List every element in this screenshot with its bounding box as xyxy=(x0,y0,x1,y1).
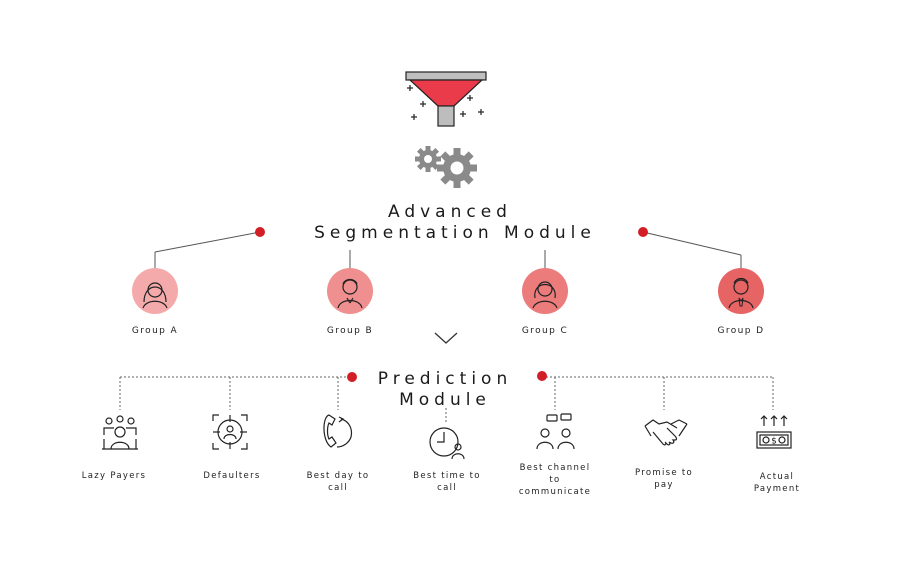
node-dot xyxy=(255,227,265,237)
people-group-icon xyxy=(102,415,138,450)
prediction-label: Lazy Payers xyxy=(81,471,147,481)
prediction-label: Actual Payment xyxy=(753,472,801,494)
man-icon xyxy=(337,278,363,309)
woman-icon xyxy=(532,281,558,309)
money-arrows-icon: $ xyxy=(756,415,792,449)
node-dot xyxy=(347,372,357,382)
group-label: Group B xyxy=(326,326,374,336)
group-a-avatar xyxy=(132,268,178,314)
module-title-line1: Advanced xyxy=(388,202,512,222)
prediction-title-line2: Module xyxy=(399,390,491,410)
group-d-avatar xyxy=(718,268,764,314)
prediction-label: Promise to pay xyxy=(634,468,694,490)
svg-text:$: $ xyxy=(771,437,777,447)
handshake-icon xyxy=(644,419,688,446)
gears-icon xyxy=(415,146,477,188)
people-chat-icon xyxy=(536,413,575,450)
group-label: Group C xyxy=(521,326,569,336)
funnel-icon xyxy=(405,71,487,127)
group-label: Group A xyxy=(131,326,179,336)
prediction-label: Defaulters xyxy=(203,471,261,481)
group-b-avatar xyxy=(327,268,373,314)
man-tie-icon xyxy=(728,277,754,309)
prediction-label: Best time to call xyxy=(413,471,481,493)
prediction-label: Best day to call xyxy=(306,471,370,493)
group-label: Group D xyxy=(717,326,765,336)
prediction-label: Best channel to communicate xyxy=(518,463,592,497)
target-person-icon xyxy=(212,414,248,450)
phone-cycle-icon xyxy=(323,414,353,448)
woman-icon xyxy=(142,282,168,309)
clock-person-icon xyxy=(429,427,465,460)
group-c-avatar xyxy=(522,268,568,314)
prediction-title-line1: Prediction xyxy=(377,369,513,389)
node-dot xyxy=(638,227,648,237)
node-dot xyxy=(537,371,547,381)
chevron-down-icon xyxy=(434,332,458,344)
module-title-line2: Segmentation Module xyxy=(314,223,596,243)
